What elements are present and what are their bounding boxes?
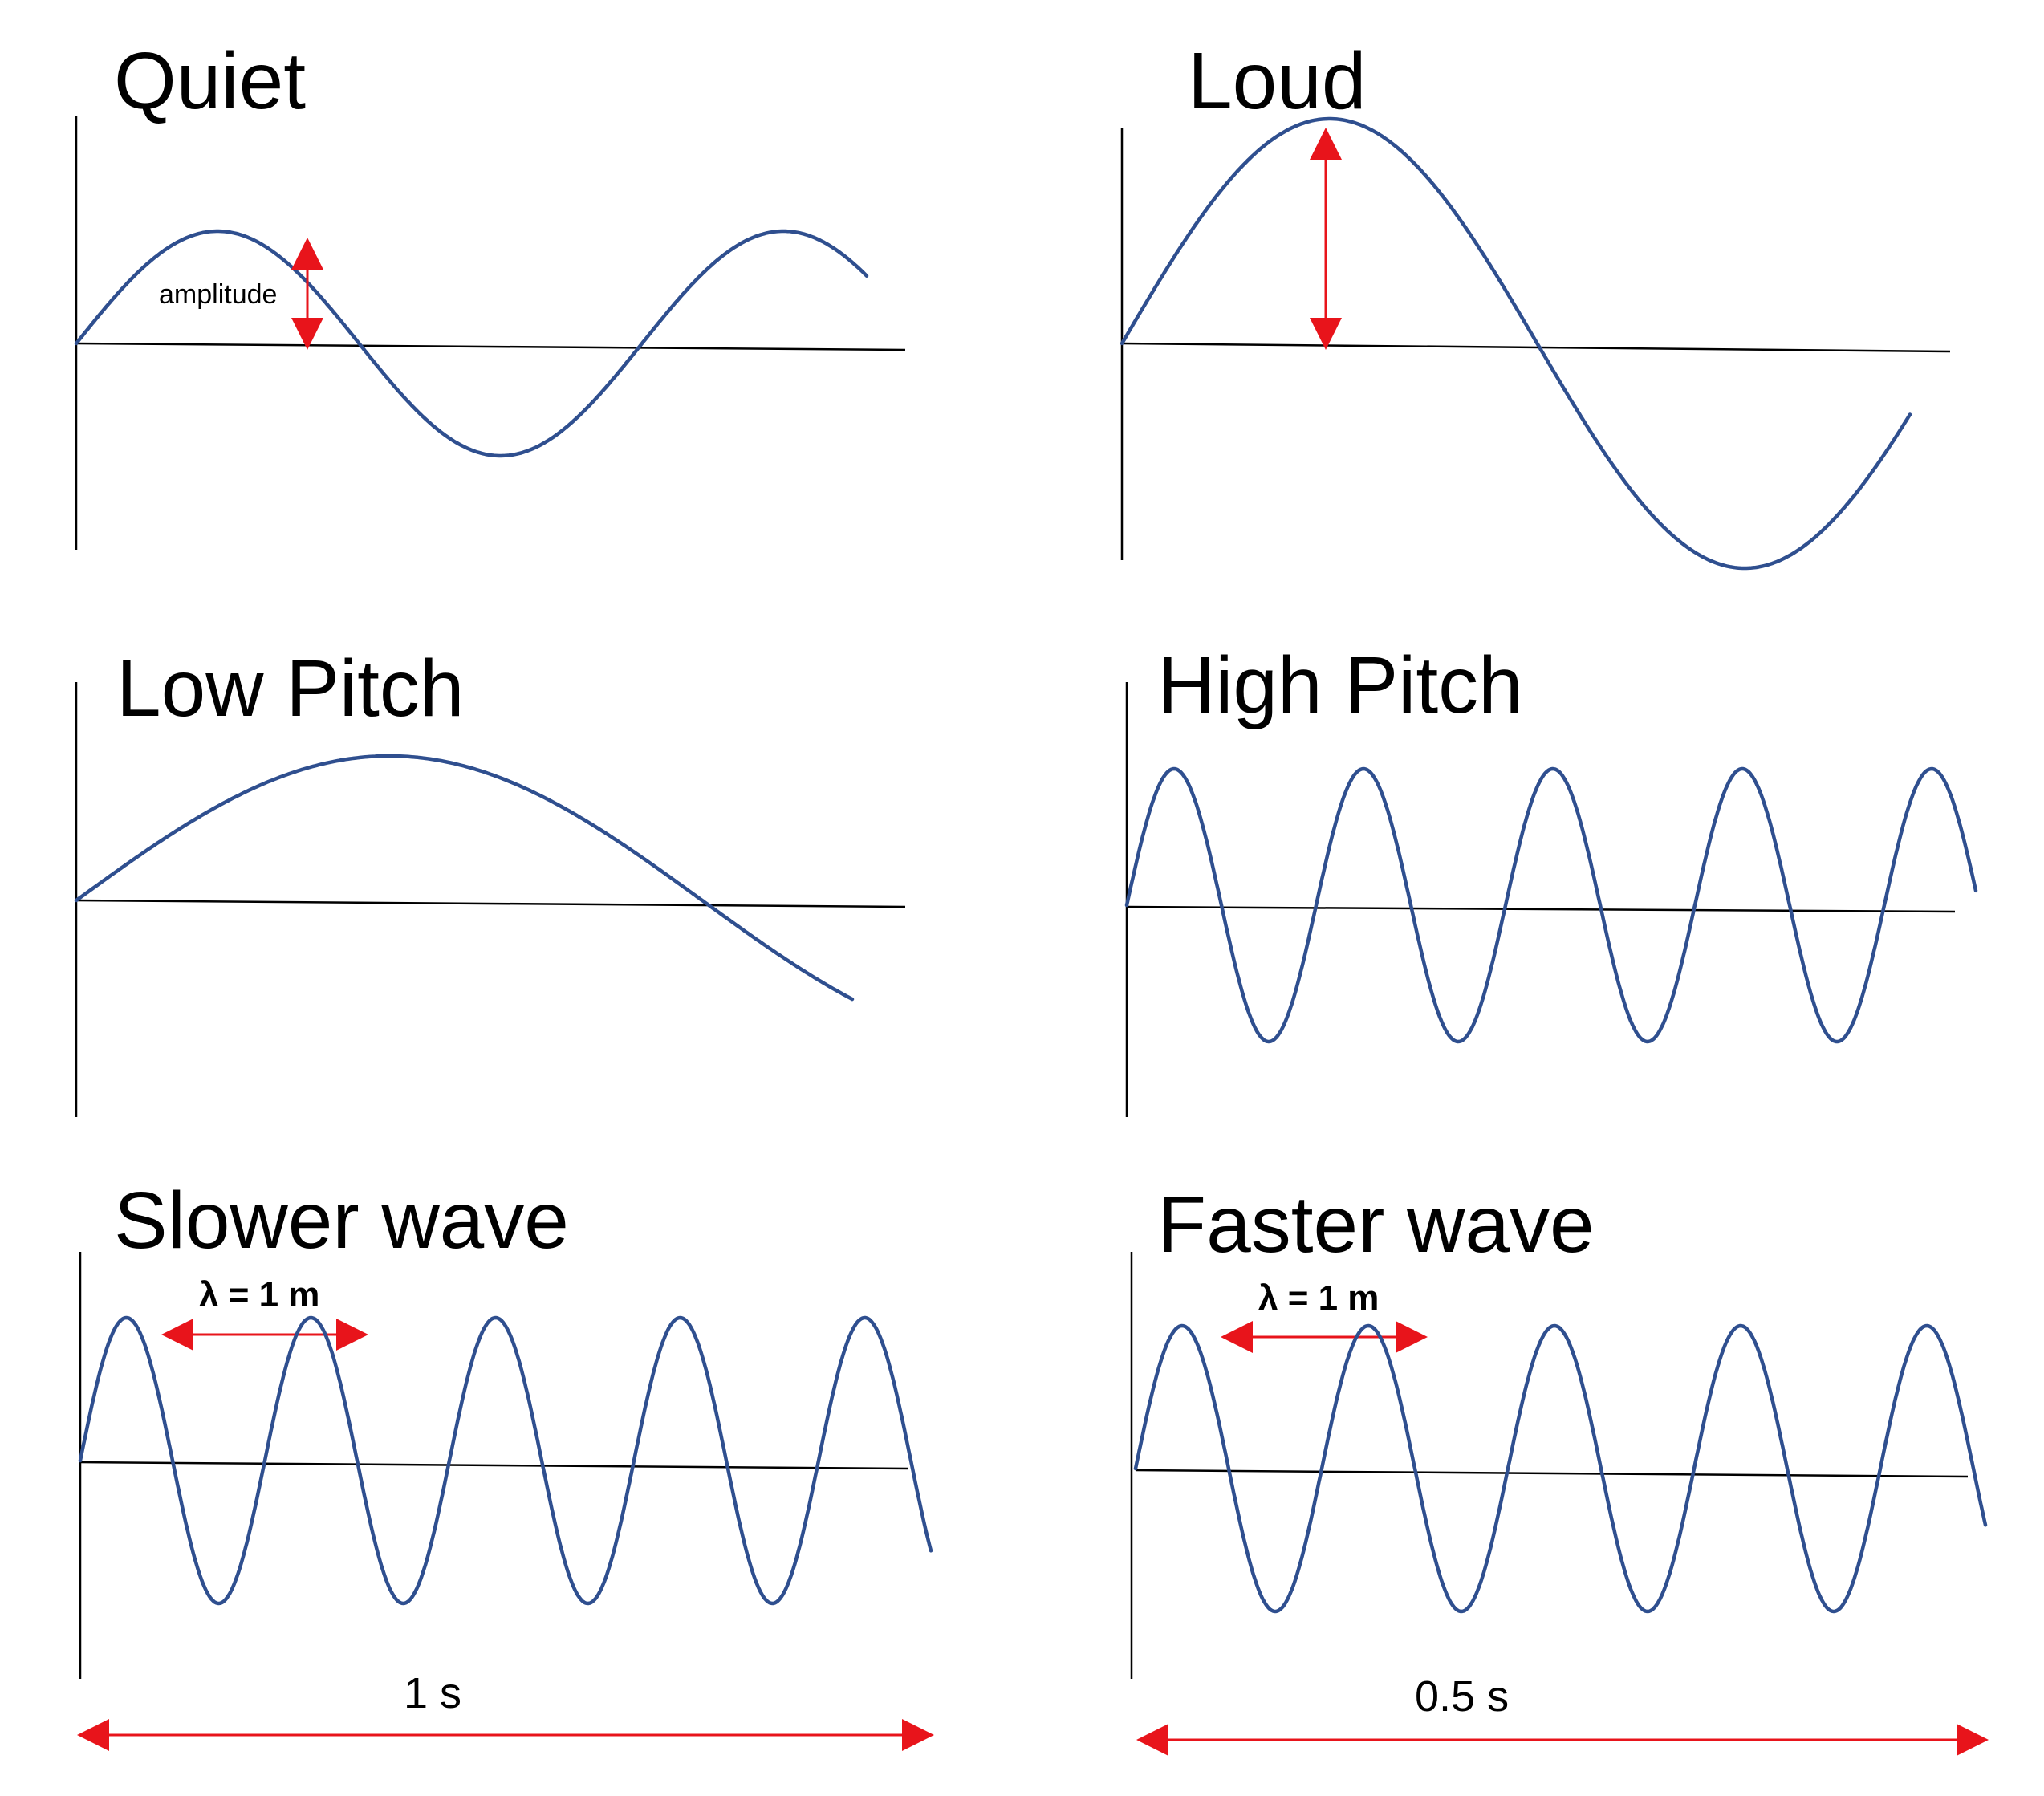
panel-slower-wave: Slower wave λ = 1 m 1 s bbox=[77, 1176, 934, 1751]
wavelength-label: λ = 1 m bbox=[1258, 1278, 1379, 1318]
panel-high-pitch: High Pitch bbox=[1124, 640, 1978, 1117]
x-axis bbox=[1135, 1469, 1969, 1478]
panel-title-quiet: Quiet bbox=[114, 36, 306, 126]
x-axis bbox=[75, 342, 906, 351]
wave-loud bbox=[1120, 116, 1912, 571]
wave-slower bbox=[78, 1315, 933, 1606]
duration-label: 1 s bbox=[404, 1669, 461, 1717]
wave-quiet bbox=[74, 229, 869, 458]
panel-faster-wave: Faster wave λ = 1 m 0.5 s bbox=[1130, 1180, 1989, 1756]
x-axis bbox=[79, 1461, 909, 1470]
x-axis bbox=[1126, 905, 1956, 913]
wave-low-pitch bbox=[74, 754, 855, 1002]
panel-title-slower-wave: Slower wave bbox=[114, 1176, 569, 1266]
panel-quiet: Quiet amplitude bbox=[74, 36, 906, 550]
panel-title-faster-wave: Faster wave bbox=[1157, 1180, 1595, 1270]
panel-low-pitch: Low Pitch bbox=[74, 644, 906, 1117]
panel-loud: Loud bbox=[1120, 36, 1951, 571]
panel-title-high-pitch: High Pitch bbox=[1157, 640, 1523, 730]
panel-title-low-pitch: Low Pitch bbox=[116, 644, 465, 733]
wave-faster bbox=[1133, 1323, 1988, 1614]
duration-label: 0.5 s bbox=[1415, 1672, 1509, 1721]
panel-title-loud: Loud bbox=[1188, 36, 1366, 126]
x-axis bbox=[1121, 342, 1951, 353]
wave-high-pitch bbox=[1124, 766, 1978, 1044]
x-axis bbox=[75, 899, 906, 908]
amplitude-label: amplitude bbox=[159, 279, 277, 310]
wavelength-label: λ = 1 m bbox=[199, 1275, 319, 1314]
